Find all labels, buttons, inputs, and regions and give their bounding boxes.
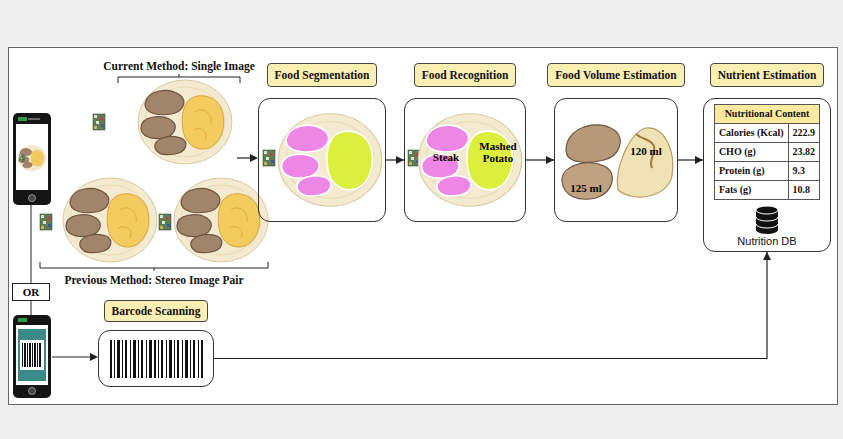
flow-arrow bbox=[386, 159, 404, 160]
input-arrow bbox=[237, 154, 258, 162]
phone-icon bbox=[13, 113, 51, 205]
food-label: Mashed Potato bbox=[474, 140, 522, 164]
barcode bbox=[110, 340, 203, 378]
process-stage: Food RecognitionSteak Mashed Potato bbox=[404, 63, 526, 222]
input-arrow bbox=[52, 353, 98, 361]
food-label: Steak bbox=[426, 151, 466, 163]
method-label: Current Method: Single Image bbox=[103, 59, 255, 73]
table-value: 10.8 bbox=[789, 181, 820, 199]
flow-arrow bbox=[678, 159, 703, 160]
table-value: 222.9 bbox=[789, 124, 820, 142]
stage-panel bbox=[554, 98, 678, 222]
stage-header: Barcode Scanning bbox=[104, 300, 209, 322]
stage-panel bbox=[258, 98, 386, 222]
or-label: OR bbox=[13, 284, 49, 300]
nutrition-table: Nutritional ContentCalories (Kcal)222.9C… bbox=[714, 104, 820, 200]
table-value: 23.82 bbox=[789, 143, 820, 161]
process-stage: Nutrient EstimationNutrition DB Nutrition… bbox=[703, 63, 831, 252]
captured-images bbox=[40, 80, 268, 262]
phone-icon bbox=[13, 315, 51, 398]
choice-box: OR bbox=[12, 283, 50, 301]
stage-header: Nutrient Estimation bbox=[710, 63, 825, 87]
stage-header: Food Recognition bbox=[414, 63, 517, 87]
stage-panel bbox=[98, 330, 214, 387]
bracket bbox=[40, 74, 268, 271]
method-label: Previous Method: Stereo Image Pair bbox=[64, 273, 243, 287]
process-stage: Food Segmentation bbox=[258, 63, 386, 222]
table-header: Nutritional Content bbox=[715, 105, 819, 123]
recognition-image bbox=[408, 114, 522, 206]
table-value: 9.3 bbox=[789, 162, 820, 180]
stage-header: Food Segmentation bbox=[267, 63, 378, 87]
database-icon bbox=[756, 206, 778, 234]
volume-label: 125 ml bbox=[564, 182, 608, 194]
process-stage: Food Volume Estimation125 ml120 ml bbox=[554, 63, 678, 222]
flow-arrow bbox=[526, 159, 554, 160]
table-row-label: Calories (Kcal) bbox=[715, 124, 788, 142]
volume-image bbox=[562, 125, 673, 199]
segmentation-image bbox=[263, 114, 382, 206]
frame bbox=[9, 48, 838, 405]
database-label: Nutrition DB bbox=[703, 235, 831, 248]
table-row-label: Fats (g) bbox=[715, 181, 788, 199]
table-row-label: CHO (g) bbox=[715, 143, 788, 161]
volume-label: 120 ml bbox=[624, 145, 668, 157]
stage-header: Food Volume Estimation bbox=[547, 63, 684, 87]
flow-arrow bbox=[214, 252, 767, 359]
table-row-label: Protein (g) bbox=[715, 162, 788, 180]
process-stage: Barcode Scanning bbox=[98, 300, 214, 387]
